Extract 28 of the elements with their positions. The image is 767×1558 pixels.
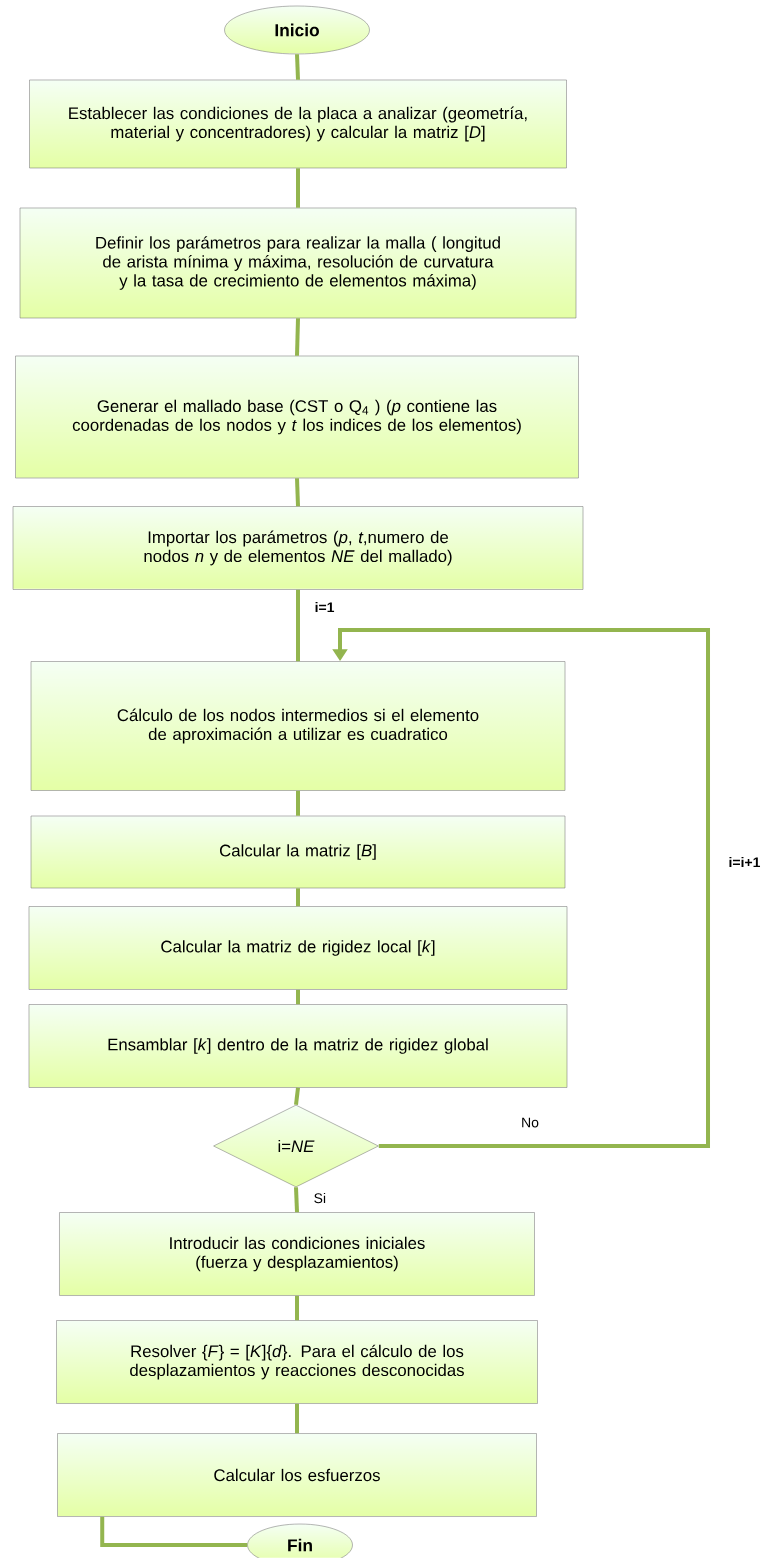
process-box: Calcular la matriz de rigidez local [k] (28, 906, 568, 990)
edge-label: i=1 (313, 600, 336, 614)
connector-line (296, 589, 300, 662)
connector-line (100, 1516, 248, 1547)
process-box: Generar el mallado base (CST o Q$_{4}$ ) (p contiene las coordenadas de los nodos y t los indices de los elementos) (15, 355, 579, 479)
process-box: Establecer las condiciones de la placa a analizar (geometría, material y concentradores) y calcular la matriz [D] (29, 79, 567, 169)
connector-line (295, 54, 300, 80)
connector-line (296, 989, 300, 1005)
connector-line (294, 1187, 299, 1213)
process-box: Resolver {F} = [K]{d}. Para el cálculo de los desplazamientos y reacciones desconocidas (56, 1320, 538, 1404)
connector-line (296, 888, 300, 907)
process-box: Definir los parámetros para realizar la malla ( longitud de arista mínima y máxima, resolución de curvatura y la tasa de crecimiento de elementos máxima) (19, 207, 577, 319)
connector-line (295, 318, 300, 356)
process-box: Cálculo de los nodos intermedios si el elemento de aproximación a utilizar es cuadratico (30, 661, 566, 791)
connector-line (295, 1295, 299, 1321)
process-box: Importar los parámetros (p, t,numero de nodos n y de elementos NE del mallado) (12, 506, 584, 590)
connector-line (295, 1403, 299, 1434)
loop-label: i=i+1 (729, 856, 760, 868)
process-box: Ensamblar [k] dentro de la matriz de rigidez global (28, 1004, 568, 1088)
process-box: Calcular los esfuerzos (57, 1433, 537, 1517)
connector-line (295, 478, 300, 507)
process-box: Introducir las condiciones iniciales (fuerza y desplazamientos) (59, 1212, 535, 1296)
process-box: Calcular la matriz [B] (30, 815, 566, 889)
edge-label: No (519, 1116, 541, 1129)
connector-line (294, 1087, 300, 1105)
edge-label: Si (312, 1191, 328, 1205)
connector-line (296, 168, 300, 208)
connector-line (296, 790, 300, 816)
